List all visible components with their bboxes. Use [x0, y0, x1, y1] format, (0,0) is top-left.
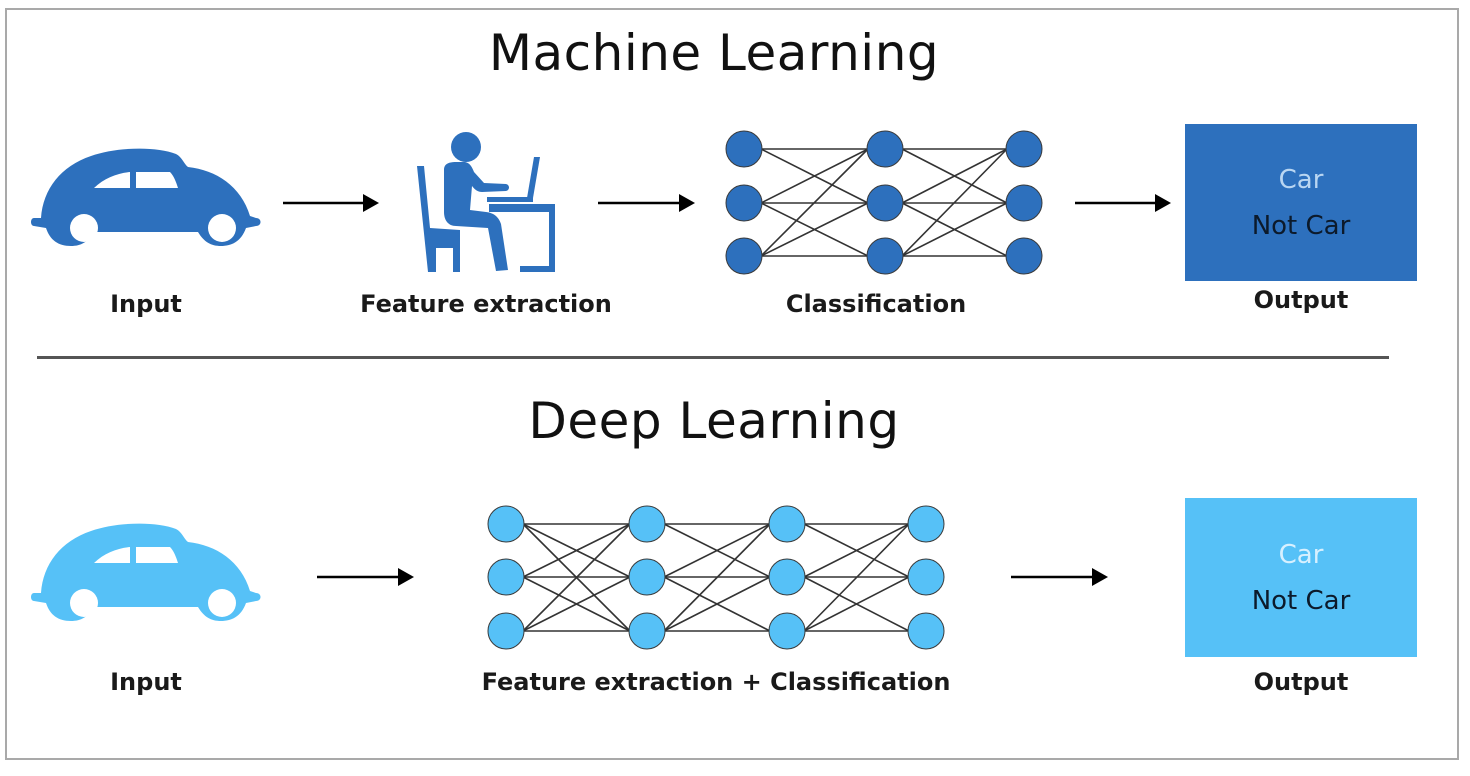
- network-edge: [803, 576, 910, 632]
- dl-output-not-car: Not Car: [1251, 585, 1351, 616]
- network-node: [768, 612, 806, 650]
- network-node: [768, 558, 806, 596]
- dl-feature-classification-label: Feature extraction + Classification: [481, 668, 951, 696]
- network-node: [907, 558, 945, 596]
- network-edge: [522, 523, 631, 578]
- network-edge: [760, 202, 869, 257]
- ml-neural-network-icon: [725, 130, 1043, 275]
- network-edge: [760, 148, 869, 204]
- dl-output-car: Car: [1278, 539, 1324, 570]
- network-edge: [663, 523, 771, 632]
- network-edge: [663, 523, 771, 578]
- dl-input-car-icon: [31, 523, 261, 621]
- network-edge: [901, 202, 1008, 257]
- dl-input-label: Input: [110, 668, 182, 696]
- person-at-desk-icon: [417, 132, 555, 272]
- dl-neural-network-icon: [487, 505, 945, 650]
- network-node: [628, 505, 666, 543]
- network-node: [1005, 237, 1043, 275]
- network-edge: [803, 523, 910, 578]
- network-node: [628, 558, 666, 596]
- dl-output-box: Car Not Car: [1185, 498, 1417, 657]
- ml-output-label: Output: [1253, 286, 1349, 314]
- network-node: [725, 184, 763, 222]
- network-node: [628, 612, 666, 650]
- network-node: [768, 505, 806, 543]
- network-edge: [522, 523, 631, 632]
- network-edge: [803, 523, 910, 632]
- flow-arrow-icon: [598, 194, 695, 212]
- network-edge: [663, 576, 771, 632]
- network-node: [487, 558, 525, 596]
- network-node: [725, 237, 763, 275]
- ml-output-box: Car Not Car: [1185, 124, 1417, 281]
- flow-arrow-icon: [317, 568, 414, 586]
- ml-input-label: Input: [110, 290, 182, 318]
- network-node: [1005, 130, 1043, 168]
- ml-output-not-car: Not Car: [1251, 210, 1351, 241]
- flow-arrow-icon: [1075, 194, 1171, 212]
- ml-classification-label: Classification: [785, 290, 967, 318]
- network-node: [866, 130, 904, 168]
- network-node: [725, 130, 763, 168]
- diagram-frame: [5, 8, 1459, 760]
- network-edges: [522, 523, 910, 632]
- network-edge: [901, 148, 1008, 204]
- ml-output-car: Car: [1278, 164, 1324, 195]
- network-node: [866, 184, 904, 222]
- network-edges: [760, 148, 1008, 257]
- network-node: [487, 612, 525, 650]
- network-edge: [901, 148, 1008, 257]
- section-divider: [37, 356, 1389, 359]
- network-node: [1005, 184, 1043, 222]
- dl-output-label: Output: [1253, 668, 1349, 696]
- flow-arrow-icon: [1011, 568, 1108, 586]
- ml-feature-extraction-label: Feature extraction: [360, 290, 612, 318]
- ml-input-car-icon: [31, 148, 261, 246]
- network-node: [907, 505, 945, 543]
- network-edge: [522, 576, 631, 632]
- network-node: [907, 612, 945, 650]
- flow-arrow-icon: [283, 194, 379, 212]
- network-edge: [760, 148, 869, 257]
- network-node: [487, 505, 525, 543]
- network-node: [866, 237, 904, 275]
- ml-title: Machine Learning: [488, 24, 940, 82]
- dl-title: Deep Learning: [528, 392, 900, 450]
